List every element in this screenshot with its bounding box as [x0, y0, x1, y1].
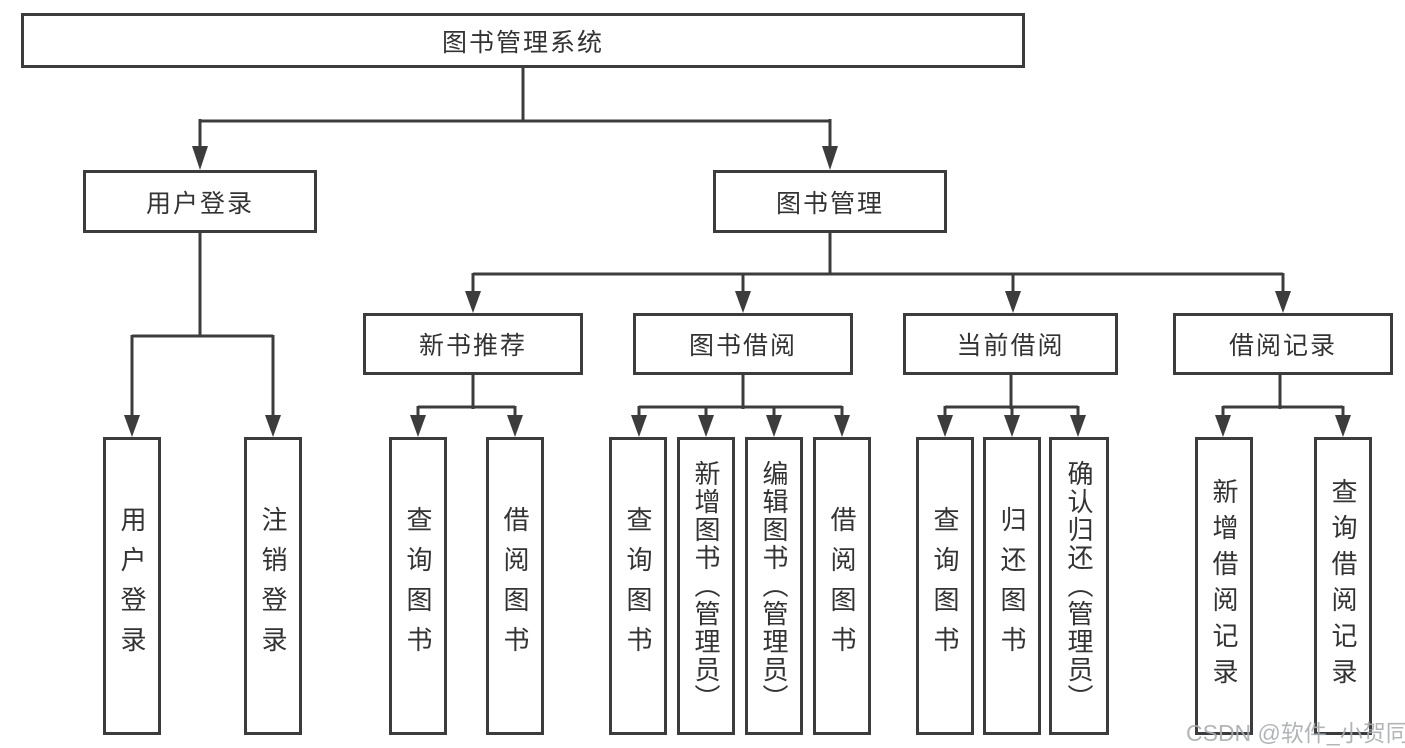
section-label: 图书借阅: [688, 332, 797, 360]
section-label: 借阅记录: [1228, 332, 1337, 360]
leaf-label: 查询图书: [403, 506, 433, 666]
root-node-library-system: 图书管理系统: [21, 13, 1025, 68]
section-current-borrow: 当前借阅: [903, 313, 1118, 375]
leaf-borrow-books: 借阅图书: [813, 437, 871, 735]
leaf-user-login: 用户登录: [103, 437, 161, 735]
leaf-confirm-return-admin: 确认归还（管理员）: [1049, 437, 1109, 735]
leaf-label: 查询图书: [623, 506, 653, 666]
section-borrow-records: 借阅记录: [1173, 313, 1393, 375]
leaf-borrow-books-recommend: 借阅图书: [486, 437, 544, 735]
leaf-logout: 注销登录: [244, 437, 302, 735]
leaf-add-borrow-record: 新增借阅记录: [1195, 437, 1253, 735]
leaf-query-books-recommend: 查询图书: [389, 437, 447, 735]
leaf-return-books: 归还图书: [983, 437, 1041, 735]
leaf-label: 确认归还（管理员）: [1064, 460, 1094, 712]
leaf-label: 归还图书: [997, 506, 1027, 666]
section-label: 新书推荐: [418, 332, 527, 360]
leaf-label: 借阅图书: [827, 506, 857, 666]
leaf-label: 新增借阅记录: [1209, 478, 1239, 694]
node-book-management-label: 图书管理: [775, 189, 884, 218]
node-user-login-label: 用户登录: [145, 189, 254, 218]
csdn-watermark: CSDN @软件_小贺同学: [1186, 720, 1405, 746]
leaf-label: 编辑图书（管理员）: [759, 460, 789, 712]
node-book-management: 图书管理: [713, 170, 947, 233]
root-node-label: 图书管理系统: [441, 28, 604, 57]
arrowheads: [124, 146, 1351, 437]
leaf-label: 借阅图书: [500, 506, 530, 666]
leaf-label: 注销登录: [258, 506, 288, 666]
leaf-label: 用户登录: [117, 506, 147, 666]
node-user-login: 用户登录: [83, 170, 317, 233]
section-new-book-recommend: 新书推荐: [363, 313, 583, 375]
leaf-add-books-admin: 新增图书（管理员）: [677, 437, 735, 735]
leaf-query-borrow-record: 查询借阅记录: [1314, 437, 1372, 735]
leaf-label: 查询借阅记录: [1328, 478, 1358, 694]
leaf-edit-books-admin: 编辑图书（管理员）: [745, 437, 803, 735]
section-book-borrow: 图书借阅: [633, 313, 853, 375]
leaf-query-books-current: 查询图书: [916, 437, 974, 735]
leaf-label: 查询图书: [930, 506, 960, 666]
leaf-query-books-borrow: 查询图书: [609, 437, 667, 735]
leaf-label: 新增图书（管理员）: [691, 460, 721, 712]
section-label: 当前借阅: [956, 332, 1065, 360]
